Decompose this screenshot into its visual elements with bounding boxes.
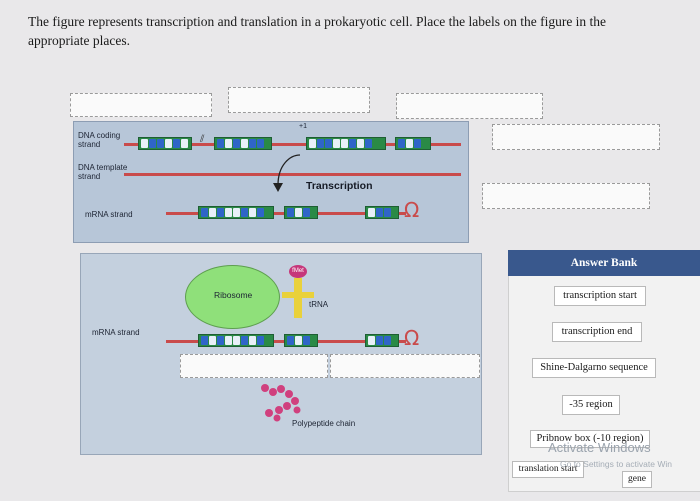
label-drop-zone-5[interactable] [482, 183, 650, 209]
terminator-hairpin-icon-bottom: Ω [404, 326, 420, 350]
break-mark-icon: ⫽ [200, 134, 205, 145]
shine-dalgarno-chip-bottom [198, 334, 274, 347]
answer-tile-gene[interactable]: gene [622, 471, 652, 488]
answer-tile-minus-35-region[interactable]: -35 region [562, 395, 620, 415]
mrna-strand-label-top: mRNA strand [85, 210, 133, 219]
start-codon-chip-bottom [284, 334, 318, 347]
polypeptide-chain-icon [261, 384, 301, 422]
answer-tile-translation-start[interactable]: translation start [512, 461, 584, 478]
stop-codon-chip-bottom [365, 334, 399, 347]
label-drop-zone-3[interactable] [396, 93, 543, 119]
stop-sequence-chip [395, 137, 431, 150]
transcription-label: Transcription [306, 180, 373, 192]
activate-windows-subtext: Go to Settings to activate Win [560, 459, 672, 469]
stop-codon-chip-top [365, 206, 399, 219]
dna-template-strand-label: DNA template strand [78, 163, 128, 181]
question-text: The figure represents transcription and … [28, 14, 607, 48]
answer-tile-transcription-end[interactable]: transcription end [552, 322, 642, 342]
answer-tile-transcription-start[interactable]: transcription start [554, 286, 646, 306]
answer-tile-shine-dalgarno[interactable]: Shine-Dalgarno sequence [532, 358, 656, 378]
label-drop-zone-7[interactable] [330, 354, 480, 378]
label-drop-zone-6[interactable] [180, 354, 328, 378]
dna-coding-strand-line [124, 143, 461, 146]
label-drop-zone-4[interactable] [492, 124, 660, 150]
answer-tile-pribnow-box[interactable]: Pribnow box (-10 region) [530, 430, 650, 448]
gene-start-sequence-chip [306, 137, 386, 150]
dna-template-strand-line [124, 173, 461, 176]
shine-dalgarno-chip-top [198, 206, 274, 219]
ribosome-label: Ribosome [214, 290, 253, 300]
label-drop-zone-2[interactable] [228, 87, 370, 113]
label-drop-zone-1[interactable] [70, 93, 212, 117]
trna-stem [294, 278, 302, 318]
polypeptide-chain-label: Polypeptide chain [292, 419, 356, 428]
activate-windows-watermark: Activate Windows [548, 440, 651, 455]
pribnow-sequence-chip [214, 137, 272, 150]
trna-arms [282, 292, 314, 298]
trna-label: tRNA [309, 300, 329, 309]
ribosome-shape [185, 265, 280, 329]
mrna-strand-label-bottom: mRNA strand [92, 328, 140, 337]
terminator-hairpin-icon: Ω [404, 198, 420, 222]
plus-one-label: +1 [299, 123, 307, 130]
dna-coding-strand-label: DNA coding strand [78, 131, 121, 149]
fmet-icon: fMet [289, 265, 307, 278]
transcription-arrow-icon [273, 154, 301, 192]
start-codon-chip-top [284, 206, 318, 219]
promoter-sequence-chip [138, 137, 192, 150]
answer-bank-title: Answer Bank [508, 250, 700, 276]
